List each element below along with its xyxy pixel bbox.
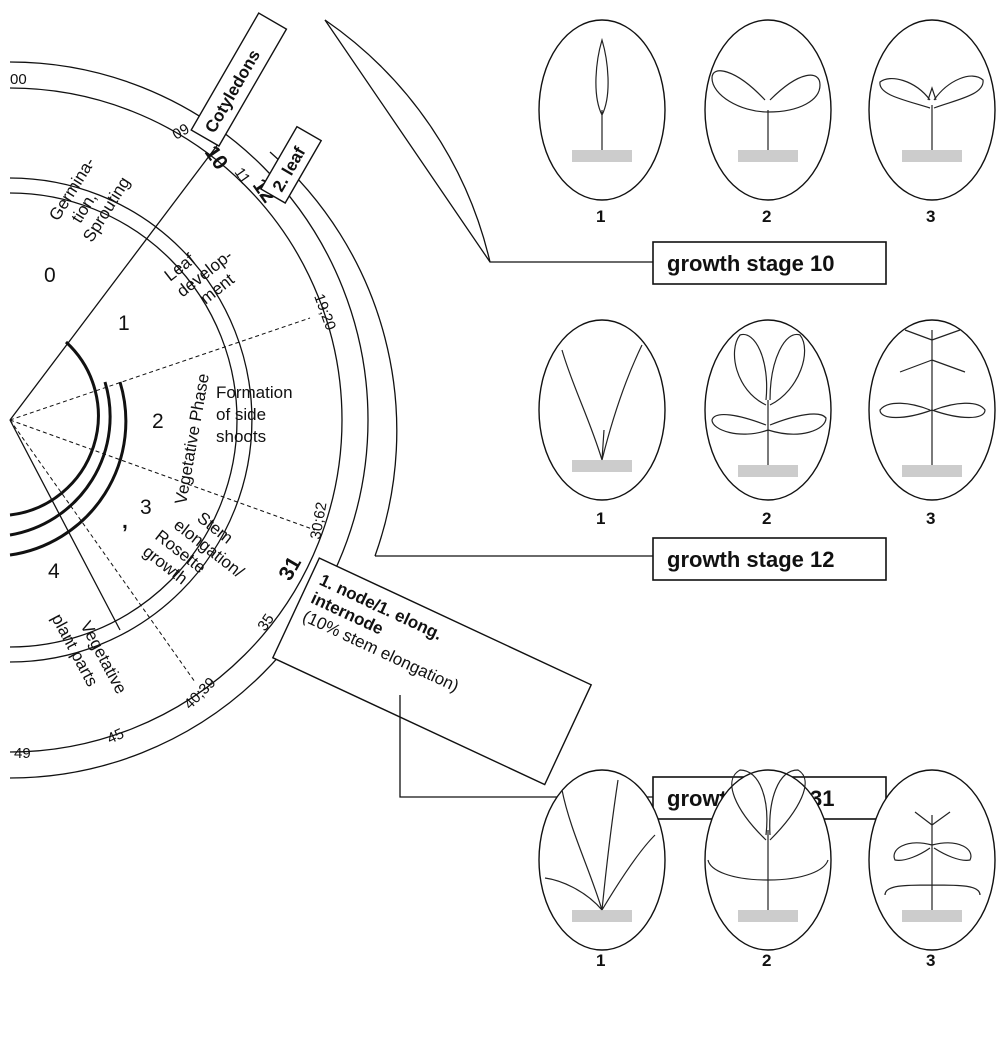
code-19-20: 19;20 <box>310 292 339 333</box>
code-11: 11 <box>231 165 254 188</box>
sector-number-4: 4 <box>48 560 60 583</box>
sector-side-line-1: Formation <box>216 383 293 402</box>
stage-box-12-label: growth stage 12 <box>667 547 834 572</box>
code-49: 49 <box>14 745 31 762</box>
sector-stem-elongation: Stem elongation/ Rosette growth <box>139 495 260 614</box>
callout-cotyledons: Cotyledons <box>191 13 286 146</box>
sub-label-31-2: 2 <box>762 951 771 970</box>
sector-number-2: 2 <box>152 410 164 433</box>
sector-side-line-3: shoots <box>216 427 266 446</box>
sub-label-12-1: 1 <box>596 509 605 528</box>
sector-leaf-development: Leaf develop- ment <box>161 230 249 317</box>
stage-31-illustrations: 1 2 3 <box>539 770 995 970</box>
code-35: 35 <box>254 611 277 634</box>
stage-box-10-label: growth stage 10 <box>667 251 834 276</box>
stage-10-illustrations: 1 2 3 <box>539 20 995 226</box>
plant-oval-31-1 <box>539 770 665 950</box>
sector-number-3: 3 <box>140 496 152 519</box>
sector-vegetative-parts: Vegetative plant parts <box>48 600 131 707</box>
stage-box-12: growth stage 12 <box>653 538 886 580</box>
callout-second-leaf: 2. leaf <box>261 127 321 203</box>
divider-2-3 <box>10 420 315 530</box>
code-40-39: 40;39 <box>181 674 220 713</box>
sub-label-12-3: 3 <box>926 509 935 528</box>
phase-label: Vegetative Phase <box>171 372 213 506</box>
code-00: 00 <box>10 71 27 88</box>
callout-first-node: 1. node/1. elong. internode (10% stem el… <box>273 558 591 784</box>
sub-label-31-3: 3 <box>926 951 935 970</box>
stage-12-illustrations: 1 2 3 <box>539 320 995 528</box>
sector-number-1: 1 <box>118 312 130 335</box>
sector-germination: Germina- tion, Sprouting <box>45 152 134 245</box>
sub-label-10-3: 3 <box>926 207 935 226</box>
sub-label-12-2: 2 <box>762 509 771 528</box>
code-30-62: 30;62 <box>307 501 330 541</box>
sector-number-0: 0 <box>44 264 56 287</box>
sector-side-shoots: Formation of side shoots <box>216 383 293 446</box>
code-45: 45 <box>105 725 127 747</box>
plant-oval-12-1 <box>539 320 665 500</box>
sub-label-10-2: 2 <box>762 207 771 226</box>
sector-side-line-2: of side <box>216 405 266 424</box>
tick-mark: , <box>122 510 128 533</box>
sub-label-31-1: 1 <box>596 951 605 970</box>
sub-label-10-1: 1 <box>596 207 605 226</box>
stage-box-10: growth stage 10 <box>653 242 886 284</box>
